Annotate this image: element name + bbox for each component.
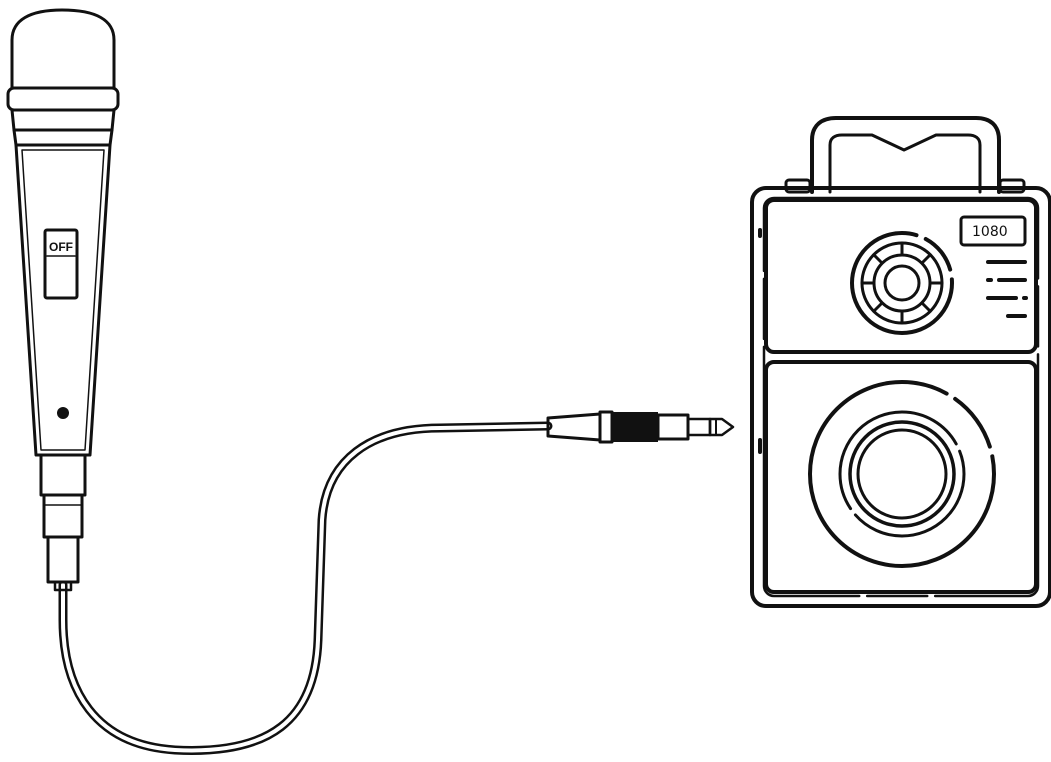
mic-connector bbox=[48, 537, 78, 582]
mic-neck bbox=[41, 455, 85, 495]
microphone: OFF bbox=[8, 10, 118, 590]
mic-grille-band bbox=[8, 88, 118, 110]
speaker-handle bbox=[812, 118, 999, 192]
jack-grip bbox=[612, 412, 658, 442]
volume-knob bbox=[852, 233, 952, 333]
jack-plug bbox=[548, 412, 733, 442]
audio-cable bbox=[63, 426, 548, 750]
switch-label: OFF bbox=[49, 240, 73, 254]
woofer bbox=[810, 382, 994, 566]
mic-screw bbox=[57, 407, 69, 419]
control-panel bbox=[766, 200, 1036, 352]
display-readout: 1080 bbox=[972, 224, 1008, 240]
control-indicators bbox=[988, 262, 1026, 316]
mic-grille bbox=[12, 10, 114, 88]
speaker: 1080 bbox=[752, 118, 1050, 606]
